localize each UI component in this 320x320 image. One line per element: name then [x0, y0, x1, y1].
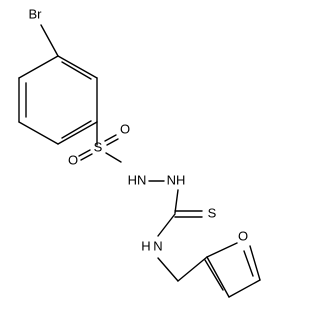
bond [228, 279, 261, 298]
bond-n-c [174, 189, 179, 214]
bond-c-br [40, 24, 59, 57]
sulfonyl-oxygen-left-label: O [68, 152, 78, 167]
thione-sulfur-label: S [208, 205, 217, 220]
bond [249, 245, 261, 281]
bond-s-o-left [78, 149, 91, 157]
molecule-diagram: Br O S O HN NH S N H O [18, 6, 261, 298]
bond-ch2-furan [177, 256, 208, 282]
bond-s-o-left [80, 153, 93, 161]
structure-canvas: Br O S O HN NH S N H O [18, 6, 261, 298]
bond-s-o-right [106, 138, 119, 146]
furan-ring [204, 242, 261, 298]
hydrazine-nh-1-label: HN [128, 172, 147, 187]
bond [206, 242, 238, 258]
furan-oxygen-label: O [238, 228, 248, 243]
bond [57, 121, 98, 145]
bond-c-n [157, 213, 176, 237]
hydrazine-nh-2-label: NH [167, 172, 186, 187]
amide-h-label: H [141, 238, 150, 253]
bond [57, 55, 98, 79]
sulfonyl-oxygen-right-label: O [120, 121, 130, 136]
bromine-label: Br [29, 6, 43, 21]
bond [18, 55, 59, 79]
bond [206, 256, 230, 298]
double-bond-inner [204, 259, 224, 291]
amide-nh-label: N [153, 238, 162, 253]
benzene-ring [18, 55, 98, 145]
bond-n-ch2 [157, 257, 179, 282]
double-bond-inner [61, 120, 92, 139]
double-bond-inner [243, 250, 254, 277]
bond [18, 121, 59, 145]
bond-s-n [105, 152, 122, 163]
double-bond-inner [61, 61, 92, 80]
bond-s-o-right [104, 134, 117, 142]
sulfur-label: S [94, 139, 103, 154]
